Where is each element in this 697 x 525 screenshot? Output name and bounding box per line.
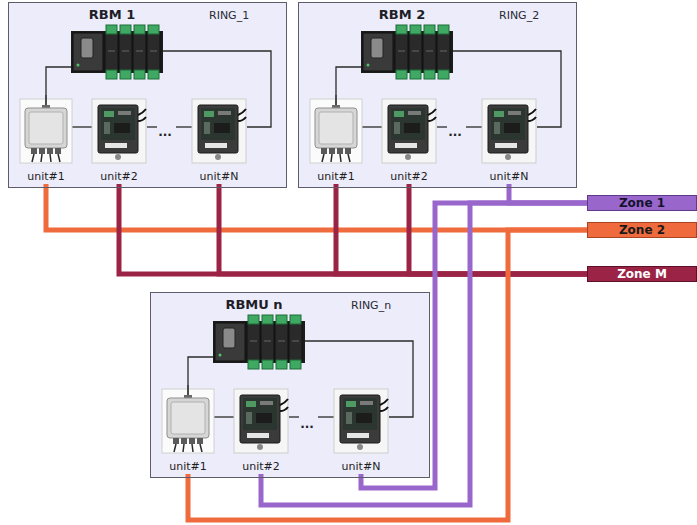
field-unit: unit#N: [333, 385, 389, 474]
panel-fill: [150, 292, 430, 478]
unit-label: unit#N: [341, 460, 382, 473]
unit-picture: [191, 95, 247, 165]
gateway-picture: [310, 95, 362, 163]
field-unit: unit#1: [309, 95, 363, 184]
ring-panel: RBMU n RING_n unit#1 unit#2 unit#N: [150, 292, 430, 478]
field-unit: unit#2: [233, 385, 289, 474]
gateway-picture: [20, 95, 72, 163]
ring-name: RING_2: [499, 9, 539, 23]
field-unit: unit#2: [91, 95, 147, 184]
ellipsis: ...: [158, 126, 172, 138]
zone-wire: [509, 184, 587, 203]
field-unit: unit#1: [19, 95, 73, 184]
unit-label: unit#2: [99, 170, 139, 183]
field-unit: unit#N: [481, 95, 537, 184]
zone-wire: [361, 203, 587, 488]
field-unit: unit#1: [161, 385, 215, 474]
gateway-picture: [309, 95, 363, 165]
gateway-picture: [19, 95, 73, 165]
panel-title: RBMU n: [194, 297, 314, 313]
unit-label: unit#2: [241, 460, 281, 473]
zone-band: Zone M: [587, 266, 697, 282]
zone-band: Zone 1: [587, 195, 697, 211]
panel-title: RBM 2: [342, 7, 462, 23]
unit-label: unit#2: [389, 170, 429, 183]
ring-name: RING_n: [351, 299, 391, 313]
unit-picture: [233, 385, 289, 455]
gateway-picture: [162, 385, 214, 453]
unit-picture: [92, 99, 146, 163]
zone-name: Zone 2: [588, 223, 696, 237]
zone-name: Zone M: [588, 267, 696, 281]
zone-name: Zone 1: [588, 196, 696, 210]
unit-label: unit#1: [26, 170, 66, 183]
unit-picture: [333, 385, 389, 455]
unit-label: unit#N: [489, 170, 530, 183]
unit-picture: [481, 95, 537, 165]
ring-panel: RBM 2 RING_2 unit#1 unit#2 unit#N: [298, 2, 577, 188]
unit-picture: [381, 95, 437, 165]
unit-picture: [482, 99, 536, 163]
zone-wire: [261, 203, 587, 505]
unit-picture: [382, 99, 436, 163]
unit-label: unit#1: [316, 170, 356, 183]
unit-picture: [91, 95, 147, 165]
zone-wire: [188, 230, 587, 520]
ring-name: RING_1: [209, 9, 249, 23]
ellipsis: ...: [448, 126, 462, 138]
gateway-picture: [161, 385, 215, 455]
field-unit: unit#2: [381, 95, 437, 184]
ellipsis: ...: [300, 418, 314, 430]
unit-picture: [234, 389, 288, 453]
panel-fill: [8, 2, 287, 188]
unit-picture: [192, 99, 246, 163]
unit-label: unit#N: [199, 170, 240, 183]
ring-panel: RBM 1 RING_1 unit#1 unit#2 unit#N: [8, 2, 287, 188]
zone-wire: [46, 184, 587, 230]
unit-picture: [334, 389, 388, 453]
panel-fill: [298, 2, 577, 188]
unit-label: unit#1: [168, 460, 208, 473]
zone-band: Zone 2: [587, 222, 697, 238]
panel-title: RBM 1: [52, 7, 172, 23]
field-unit: unit#N: [191, 95, 247, 184]
